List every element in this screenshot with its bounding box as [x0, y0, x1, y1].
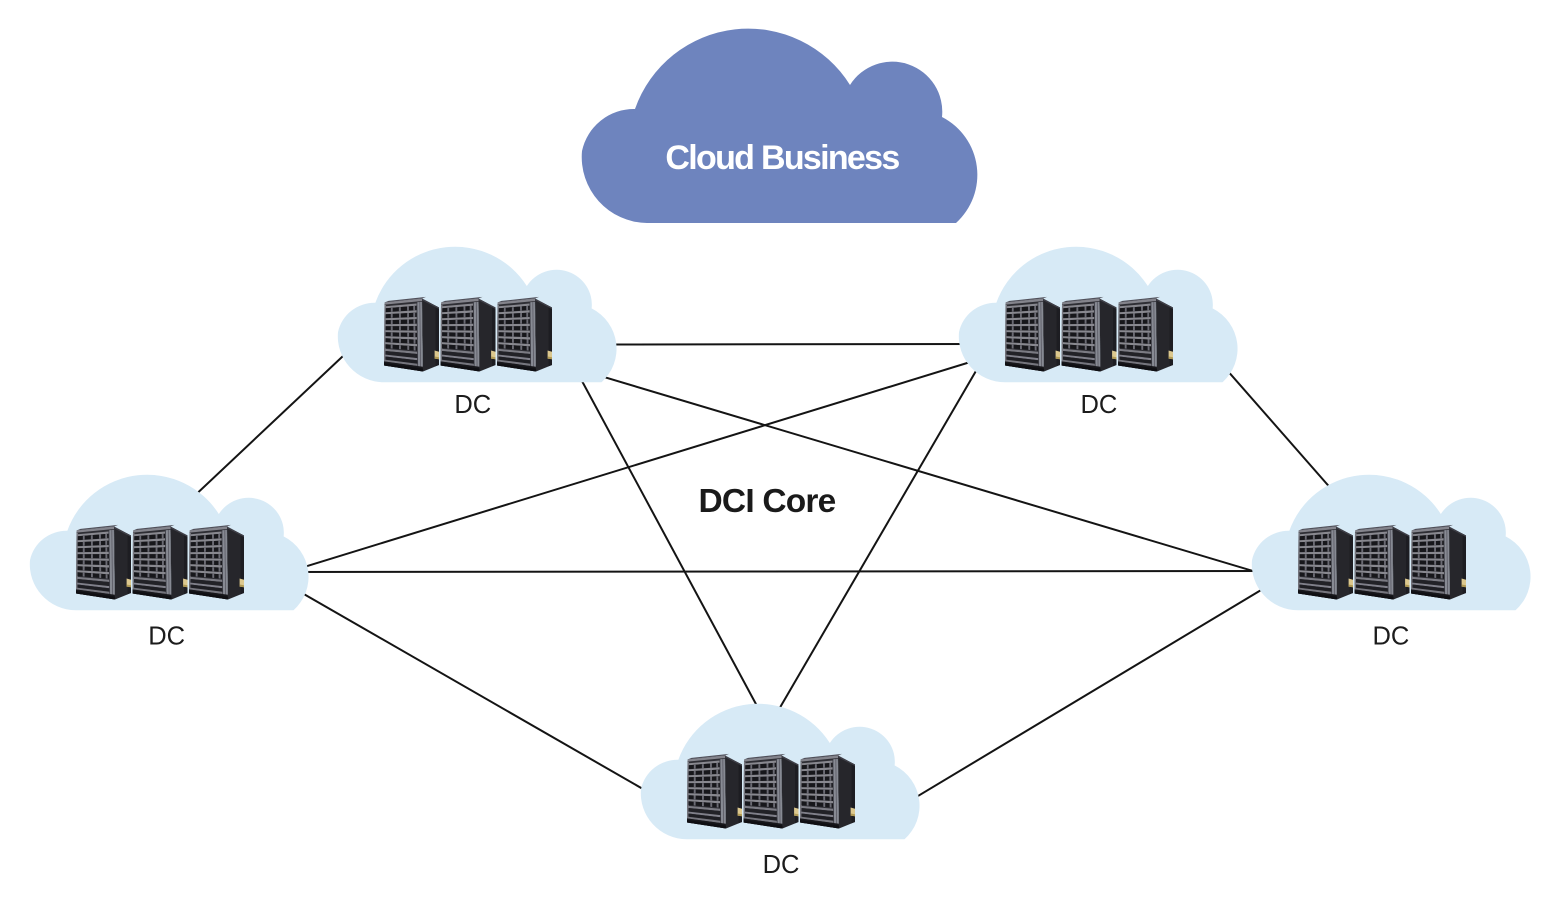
svg-text:DC: DC: [454, 391, 491, 419]
svg-text:DC: DC: [763, 851, 800, 879]
svg-text:DC: DC: [1372, 623, 1409, 651]
svg-text:DC: DC: [148, 623, 185, 651]
svg-text:DC: DC: [1080, 391, 1117, 419]
svg-text:Cloud Business: Cloud Business: [665, 139, 899, 177]
svg-text:DCI Core: DCI Core: [699, 483, 836, 520]
